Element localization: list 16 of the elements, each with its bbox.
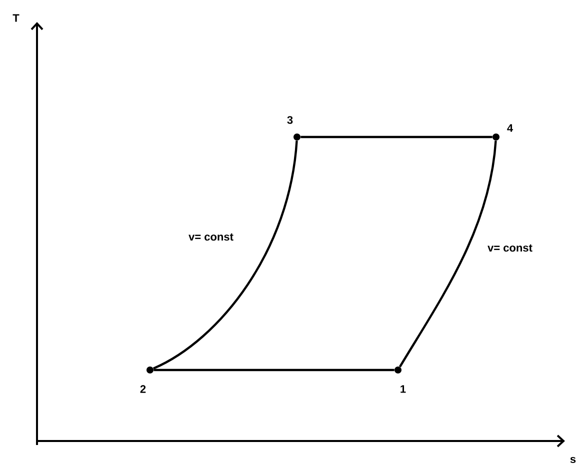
state-point [294, 134, 300, 140]
process-line [300, 136, 492, 138]
point-label: 4 [507, 124, 513, 132]
edge-label: v= const [188, 232, 234, 242]
state-point [492, 134, 500, 140]
point-label: 3 [287, 116, 293, 124]
edge-label: v= const [486, 243, 534, 253]
state-point [146, 366, 154, 374]
axis-label: T [12, 14, 20, 22]
process-line [154, 368, 394, 372]
process-line [152, 140, 298, 370]
point-label: 1 [400, 385, 406, 393]
axis-label: s [570, 456, 576, 463]
process-line [398, 140, 497, 368]
point-label: 2 [140, 385, 146, 393]
state-point [394, 366, 402, 374]
